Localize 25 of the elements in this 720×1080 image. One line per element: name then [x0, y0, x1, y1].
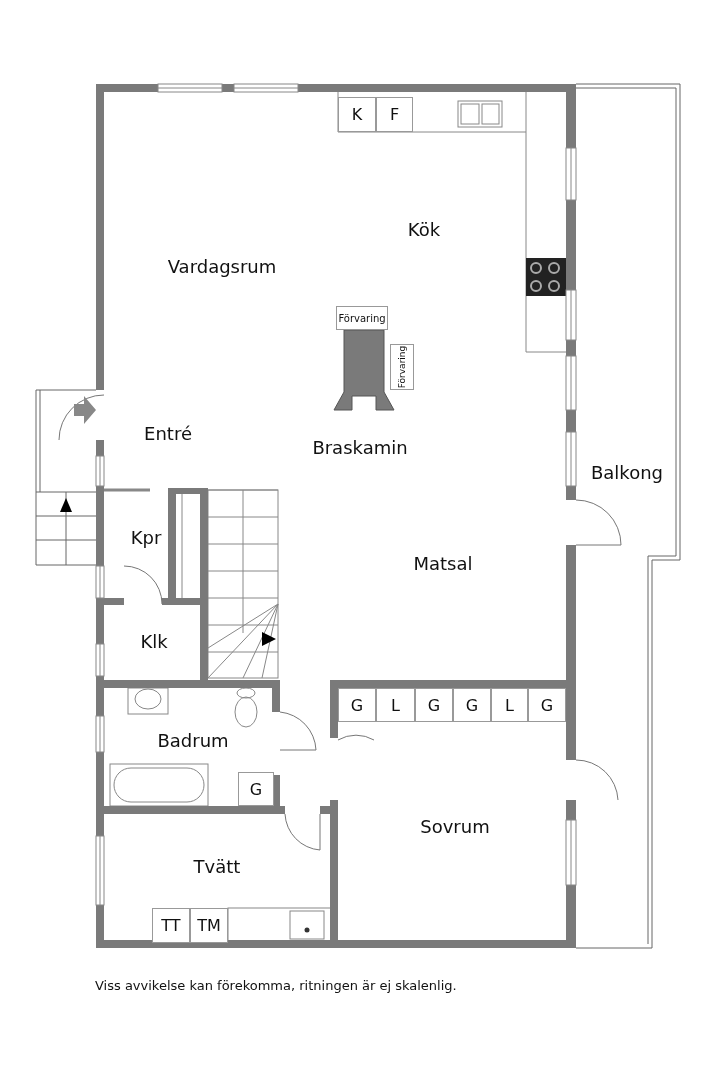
cabinet-label: L — [491, 688, 528, 722]
room-label: Klk — [140, 630, 168, 652]
room-label: Sovrum — [420, 815, 490, 837]
room-label: Matsal — [413, 552, 473, 574]
room-label: Entré — [144, 422, 192, 444]
cabinet-label: Förvaring — [390, 344, 414, 390]
cabinet-label: F — [376, 97, 413, 132]
cabinet-label: TT — [152, 908, 190, 943]
cabinet-label: K — [338, 97, 376, 132]
cabinet-label: G — [338, 688, 376, 722]
cabinet-label: TM — [190, 908, 228, 943]
cabinet-label: Förvaring — [336, 306, 388, 330]
cabinet-label: G — [238, 772, 274, 806]
room-label: Badrum — [157, 729, 229, 751]
caption: Viss avvikelse kan förekomma, ritningen är ej skalenlig. — [95, 978, 457, 993]
room-label: Vardagsrum — [167, 255, 277, 277]
cabinet-label: G — [415, 688, 453, 722]
room-label: Braskamin — [312, 436, 408, 458]
room-label: Kök — [407, 218, 441, 240]
cabinet-label: G — [528, 688, 566, 722]
room-label: Tvätt — [193, 855, 241, 877]
room-label: Kpr — [130, 526, 162, 548]
cabinet-label: L — [376, 688, 415, 722]
room-label: Balkong — [591, 461, 663, 483]
cabinet-label: G — [453, 688, 491, 722]
